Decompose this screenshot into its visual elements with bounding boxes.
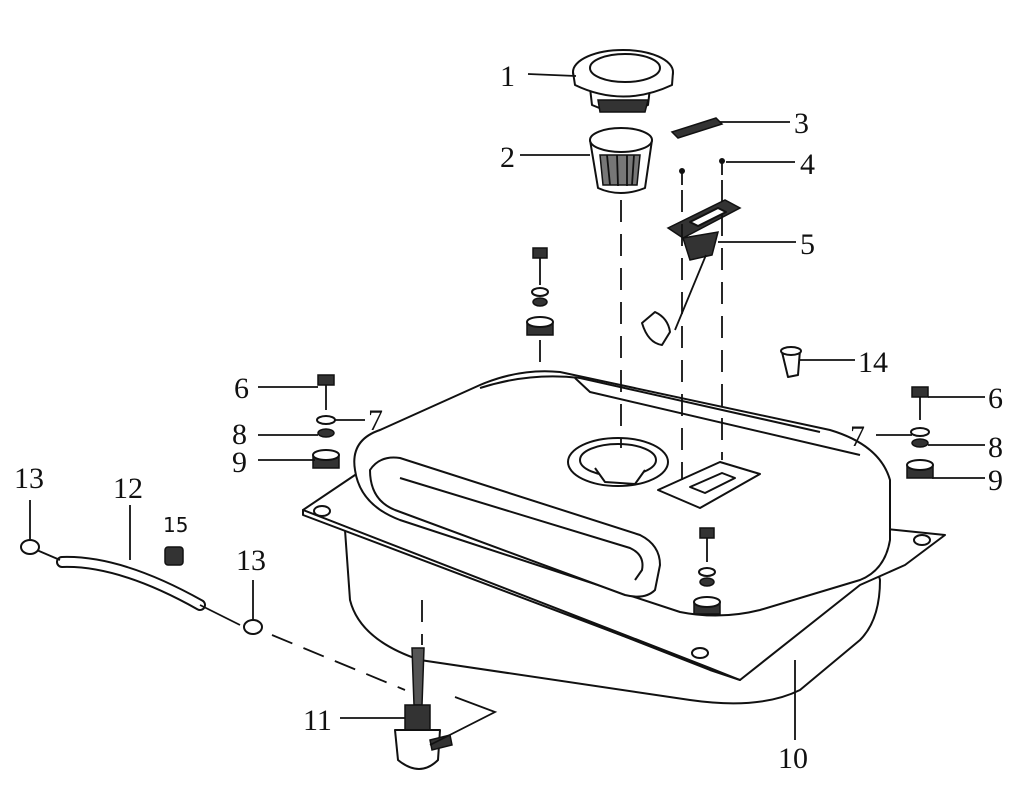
mount-stack-right: [906, 386, 934, 479]
label-part-13-left: 13: [14, 462, 44, 495]
label-part-7-left: 7: [368, 404, 383, 437]
gauge-screws: [679, 158, 725, 185]
label-part-15: 15: [163, 513, 188, 537]
fuel-hose: [31, 547, 241, 626]
fuel-cap: [572, 49, 674, 113]
mount-stack-left: [312, 374, 340, 469]
label-part-8-left: 8: [232, 418, 247, 451]
label-part-12: 12: [113, 472, 143, 505]
label-part-1: 1: [500, 60, 515, 93]
label-part-10: 10: [778, 742, 808, 775]
mount-stack-top: [526, 247, 554, 336]
label-part-9-left: 9: [232, 446, 247, 479]
fuel-valve: [394, 647, 453, 770]
label-part-5: 5: [800, 228, 815, 261]
label-part-6-left: 6: [234, 372, 249, 405]
cap-plug: [780, 346, 802, 378]
gauge-clip: [670, 117, 724, 139]
inline-filter: [164, 546, 184, 566]
label-part-6-right: 6: [988, 382, 1003, 415]
label-part-8-right: 8: [988, 431, 1003, 464]
label-part-7-right: 7: [850, 420, 865, 453]
fuel-tank: [302, 370, 946, 705]
hose-clamp-right: [243, 580, 263, 635]
assembly-centerlines: [271, 180, 723, 691]
label-part-2: 2: [500, 141, 515, 174]
fuel-gauge: [641, 199, 742, 346]
mount-stack-front: [693, 527, 721, 615]
hose-clamp-left: [20, 500, 40, 555]
label-part-9-right: 9: [988, 464, 1003, 497]
leader-lines: [129, 73, 985, 746]
label-part-13-right: 13: [236, 544, 266, 577]
part-labels: 1 2 3 4 5 6 6 7 7 8 8 9 9 10 11 12 13 13…: [14, 60, 1003, 775]
label-part-11: 11: [303, 704, 332, 737]
label-part-4: 4: [800, 148, 815, 181]
fuel-strainer: [589, 127, 653, 194]
label-part-3: 3: [794, 107, 809, 140]
label-part-14: 14: [858, 346, 888, 379]
